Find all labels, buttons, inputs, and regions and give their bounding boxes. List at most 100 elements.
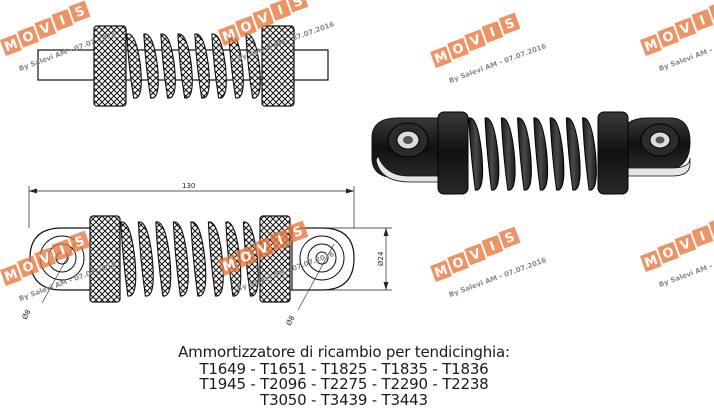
watermark-letter: O: [661, 245, 677, 263]
watermark-tile: [498, 12, 521, 35]
length-value: 130: [182, 182, 195, 190]
watermark-tile: [235, 245, 257, 268]
watermark-tile: [481, 21, 504, 43]
watermark-letter: M: [433, 49, 450, 68]
watermark-letter: I: [488, 25, 498, 41]
watermark-tile: [286, 0, 309, 13]
watermark-tile: [674, 17, 697, 40]
watermark-tile: [481, 235, 504, 257]
watermark-tile: [17, 255, 39, 278]
caption-codes-line-3: T3050 - T3439 - T3443: [260, 391, 428, 409]
spring-coil: [172, 221, 189, 297]
spring-coil: [190, 221, 207, 297]
watermark-letter: I: [698, 13, 708, 29]
watermark-tile: [252, 7, 275, 30]
watermark-letter: O: [239, 249, 255, 267]
watermark-letter: M: [221, 27, 238, 46]
watermark-tile: [447, 37, 469, 60]
diameter-dimension: Ø24: [290, 227, 392, 291]
watermark-letter: M: [433, 263, 450, 282]
spring-coil: [207, 221, 224, 297]
watermark-tile: [218, 24, 240, 46]
watermark-tile: [640, 250, 662, 272]
watermark-tile: [657, 241, 679, 264]
spring-coil: [565, 117, 581, 191]
watermark-letter: O: [661, 29, 677, 47]
watermark-tile: [252, 237, 275, 260]
watermark-letter: V: [678, 20, 693, 38]
watermark-letter: V: [38, 20, 53, 38]
spring-coil: [211, 33, 227, 99]
spring-coil: [245, 33, 261, 99]
watermark-tile: [430, 46, 452, 68]
watermark-letter: I: [698, 229, 708, 245]
spring-coil: [582, 117, 597, 191]
spring-coil: [177, 33, 193, 99]
watermark-letter: I: [58, 243, 68, 259]
watermark-tile: [218, 254, 240, 276]
watermark-letter: M: [643, 253, 660, 272]
caption-codes-line-1: T1649 - T1651 - T1825 - T1835 - T1836: [199, 360, 489, 378]
watermark-tile: [464, 29, 487, 52]
watermark-tile: [269, 229, 292, 251]
watermark-letter: I: [276, 3, 286, 19]
watermark-letter: V: [468, 246, 483, 264]
caption-codes-line-2: T1945 - T2096 - T2275 - T2290 - T2238: [199, 375, 489, 393]
watermark-tile: [447, 251, 469, 274]
watermark-letter: O: [21, 259, 37, 277]
watermark-tile: [286, 220, 309, 243]
watermark-letter: V: [256, 10, 271, 28]
watermark-letter: I: [488, 239, 498, 255]
watermark-letter: V: [468, 32, 483, 50]
spring-coil: [517, 117, 532, 191]
watermark-letter: M: [643, 37, 660, 56]
spring-coil: [194, 33, 210, 99]
watermark-letter: V: [256, 240, 271, 258]
watermark-tile: [691, 225, 714, 247]
watermark-letter: M: [3, 37, 20, 56]
watermark-letter: O: [21, 29, 37, 47]
watermark-tile: [657, 25, 679, 48]
watermark-letter: M: [3, 267, 20, 286]
spring-coil: [137, 221, 154, 297]
watermark-letter: O: [451, 41, 467, 59]
spring-coil: [468, 117, 484, 191]
watermark-tile: [640, 34, 662, 56]
eye-diameter-right-value: Ø8: [285, 314, 297, 327]
spring-coil: [533, 117, 549, 191]
damper-3d-render: [371, 111, 691, 195]
watermark-tile: [51, 9, 74, 31]
caption-title: Ammortizzatore di ricambio per tendicing…: [178, 343, 510, 361]
watermark-letter: O: [239, 19, 255, 37]
eye-diameter-left-value: Ø8: [21, 308, 33, 321]
watermark-tile: [235, 15, 257, 38]
watermark-tile: [17, 25, 39, 48]
watermark-letter: O: [451, 255, 467, 273]
watermark-letter: I: [58, 13, 68, 29]
spring-coil: [155, 221, 172, 297]
diameter-value: Ø24: [377, 251, 385, 266]
length-dimension: 130: [28, 182, 355, 228]
spring-coil: [549, 117, 565, 191]
watermark-tile: [464, 243, 487, 266]
spring-coil: [143, 33, 159, 99]
watermark-tile: [34, 247, 57, 270]
watermark-tile: [0, 264, 22, 286]
spring-coil: [500, 117, 516, 191]
watermark-tile: [68, 0, 91, 23]
watermark-letter: M: [221, 257, 238, 276]
top-view-damper: [37, 25, 329, 107]
watermark-tile: [0, 34, 22, 56]
eye-diameter-right: Ø8: [285, 243, 335, 327]
watermark-tile: [674, 233, 697, 256]
watermark-letter: V: [38, 250, 53, 268]
spring-coil: [126, 33, 142, 99]
watermark-tile: [691, 9, 714, 31]
watermark-tile: [68, 230, 91, 253]
watermark-letter: V: [678, 236, 693, 254]
